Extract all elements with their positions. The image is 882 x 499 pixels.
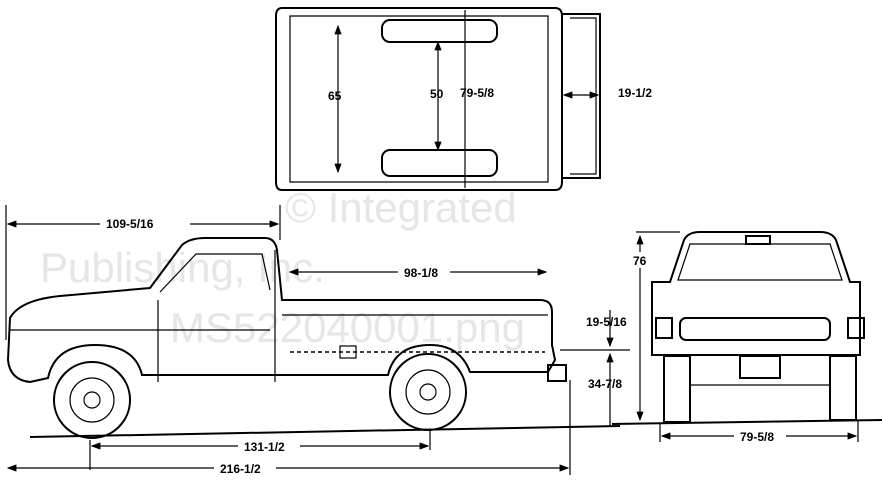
top-view: 65 50 79-5/8 19-1/2 [275,7,652,191]
side-view: 109-5/16 98-1/8 19-5/16 34-7/8 131-1/2 2… [5,205,630,476]
dim-bed-length: 98-1/8 [404,266,438,280]
watermark-line-3: MS522040001.png [170,304,525,351]
dim-rear-height: 76 [633,254,647,268]
dim-overall-length: 216-1/2 [220,462,261,476]
rear-view: 76 79-5/8 [611,231,882,444]
dim-front-to-cab: 109-5/16 [106,217,154,231]
dim-inner-width: 65 [328,89,342,103]
watermark-line-1: © Integrated [285,184,517,231]
dim-rear-width: 79-5/8 [740,430,774,444]
watermark: © Integrated Publishing, Inc. MS52204000… [40,184,525,351]
dim-wheel-track: 50 [430,87,444,101]
dim-ground-to-bed: 34-7/8 [588,377,622,391]
dim-wheelbase: 131-1/2 [244,440,285,454]
dim-tailgate-height: 19-5/16 [586,315,627,329]
dim-overall-width-top: 79-5/8 [460,86,494,100]
dim-tailgate-open: 19-1/2 [618,86,652,100]
